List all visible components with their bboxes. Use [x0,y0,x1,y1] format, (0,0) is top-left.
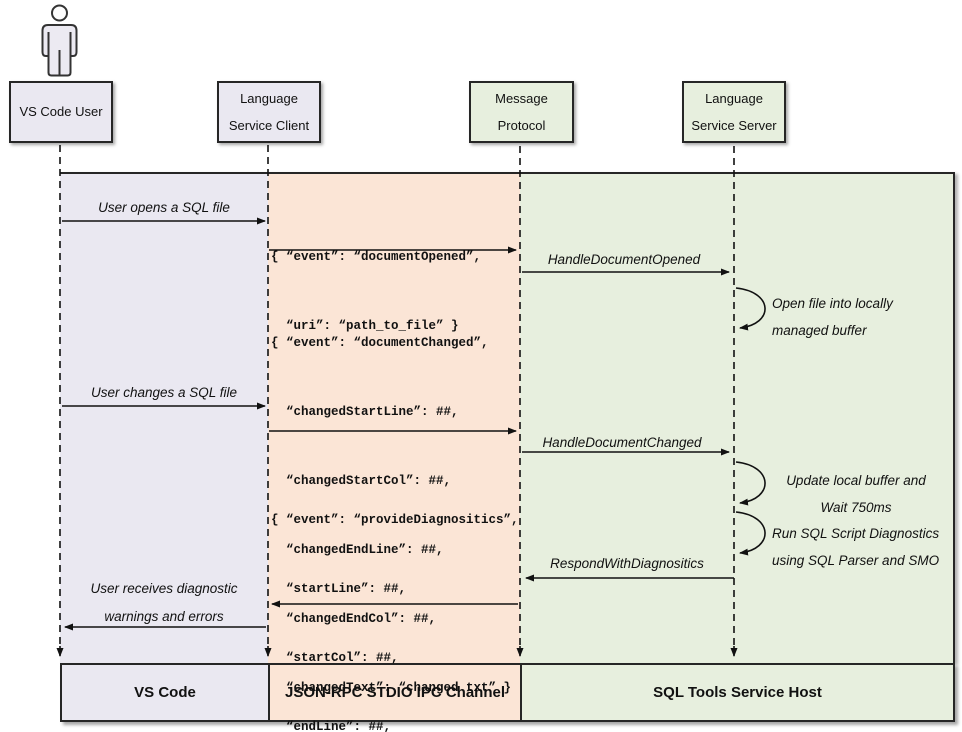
actor-label: Service Client [228,117,310,133]
note-update-buffer-wait: Update local buffer and Wait 750ms [786,473,926,515]
lane-ipc-channel [268,174,520,663]
note-run-sql-diagnostics: Run SQL Script Diagnostics using SQL Par… [772,526,940,568]
lane-vscode [60,174,268,663]
person-actor-icon [41,4,78,77]
label-respond-with-diagnostics: RespondWithDiagnositics [550,556,704,571]
actor-box-vscode-user: VS Code User [9,81,113,143]
actor-box-language-service-client: Language Service Client [217,81,321,143]
actor-box-language-service-server: Language Service Server [682,81,786,143]
self-loop-run-diagnostics [735,511,766,556]
actor-label: Language [705,90,763,106]
self-loop-update-buffer-wait [735,461,766,506]
json-document-changed: { “event”: “documentChanged”, “changedSt… [271,336,512,695]
footer-ipc-channel: JSON-RPC STDIO IPC Channel [270,665,522,720]
actor-label: Service Server [691,117,777,133]
footer-service-host: SQL Tools Service Host [522,665,953,720]
label-user-receives-diagnostics: User receives diagnostic warnings and er… [90,581,238,624]
actor-label: Protocol [497,117,546,133]
actor-label: Message [495,90,548,106]
swimlane-band [60,172,955,663]
actor-box-message-protocol: Message Protocol [469,81,574,143]
label-user-opens-sql-file: User opens a SQL file [98,200,230,215]
label-handle-document-changed: HandleDocumentChanged [542,435,702,450]
self-loop-open-file-buffer [735,287,766,331]
label-handle-document-opened: HandleDocumentOpened [547,252,701,267]
json-document-opened: { “event”: “documentOpened”, “uri”: “pat… [271,250,482,333]
actor-label: Language [240,90,298,106]
json-provide-diagnostics: { “event”: “provideDiagnositics”, “start… [271,513,519,732]
label-user-changes-sql-file: User changes a SQL file [90,385,238,400]
actor-label: VS Code User [19,104,103,119]
footer-vscode: VS Code [62,665,270,720]
lane-service-host [520,174,953,663]
note-open-file-buffer: Open file into locally managed buffer [772,296,893,338]
footer-row: VS Code JSON-RPC STDIO IPC Channel SQL T… [60,663,955,722]
